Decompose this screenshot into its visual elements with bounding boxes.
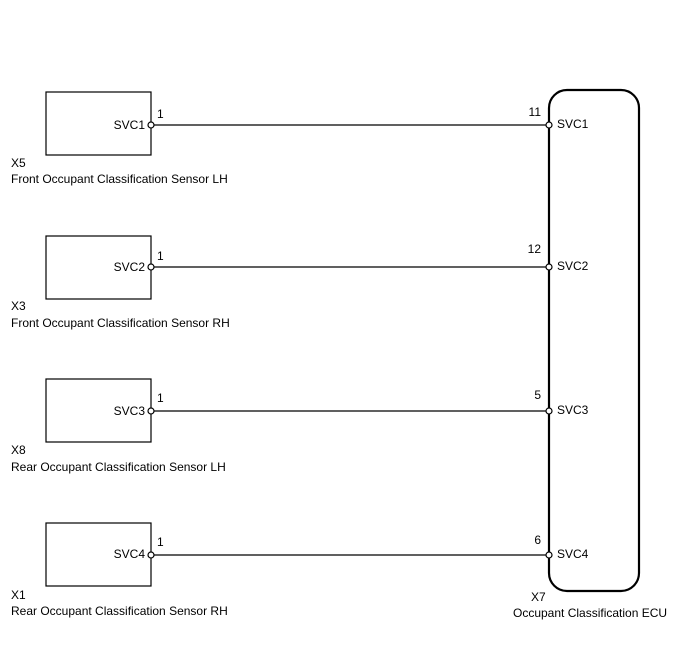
- ecu-pin-number: 6: [534, 533, 541, 547]
- ecu-pin-number: 11: [529, 105, 542, 119]
- ecu-pin-number: 5: [534, 388, 541, 402]
- sensor-box-x5: [45, 91, 152, 156]
- sensor-connector-id: X5: [11, 156, 26, 170]
- sensor-terminal-label: SVC1: [114, 118, 146, 132]
- sensor-pin-circle: [147, 263, 155, 271]
- sensor-name: Rear Occupant Classification Sensor RH: [11, 604, 228, 618]
- sensor-connector-id: X8: [11, 443, 26, 457]
- sensor-pin-circle: [147, 407, 155, 415]
- sensor-box-x3: [45, 235, 152, 300]
- ecu-connector-id: X7: [531, 590, 546, 604]
- ecu-pin-number: 12: [528, 242, 542, 256]
- ecu-pin-circle: [545, 551, 553, 559]
- circuit-svc3: SVC3 1 5 SVC3 X8 Rear Occupant Classific…: [11, 378, 589, 474]
- ecu-body: [547, 88, 641, 593]
- sensor-pin-number: 1: [157, 535, 164, 549]
- circuit-svc1: SVC1 1 11 SVC1 X5 Front Occupant Classif…: [11, 91, 589, 186]
- ecu-terminal-label: SVC1: [557, 117, 589, 131]
- ecu-terminal-label: SVC4: [557, 547, 589, 561]
- sensor-terminal-label: SVC2: [114, 260, 146, 274]
- sensor-name: Front Occupant Classification Sensor RH: [11, 316, 230, 330]
- sensor-pin-number: 1: [157, 249, 164, 263]
- sensor-pin-circle: [147, 551, 155, 559]
- ecu-pin-circle: [545, 263, 553, 271]
- ecu-terminal-label: SVC2: [557, 259, 589, 273]
- sensor-box-x1: [45, 522, 152, 587]
- sensor-box-x8: [45, 378, 152, 443]
- sensor-pin-number: 1: [157, 391, 164, 405]
- ecu-name: Occupant Classification ECU: [513, 606, 667, 620]
- sensor-terminal-label: SVC4: [114, 547, 146, 561]
- circuit-svc4: SVC4 1 6 SVC4 X1 Rear Occupant Classific…: [11, 522, 589, 618]
- circuit-svc2: SVC2 1 12 SVC2 X3 Front Occupant Classif…: [11, 235, 589, 330]
- sensor-name: Front Occupant Classification Sensor LH: [11, 172, 228, 186]
- sensor-connector-id: X3: [11, 299, 26, 313]
- ecu-pin-circle: [545, 121, 553, 129]
- sensor-pin-circle: [147, 121, 155, 129]
- sensor-connector-id: X1: [11, 588, 26, 602]
- ecu-terminal-label: SVC3: [557, 403, 589, 417]
- sensor-name: Rear Occupant Classification Sensor LH: [11, 460, 226, 474]
- ecu-pin-circle: [545, 407, 553, 415]
- sensor-terminal-label: SVC3: [114, 404, 146, 418]
- sensor-pin-number: 1: [157, 107, 164, 121]
